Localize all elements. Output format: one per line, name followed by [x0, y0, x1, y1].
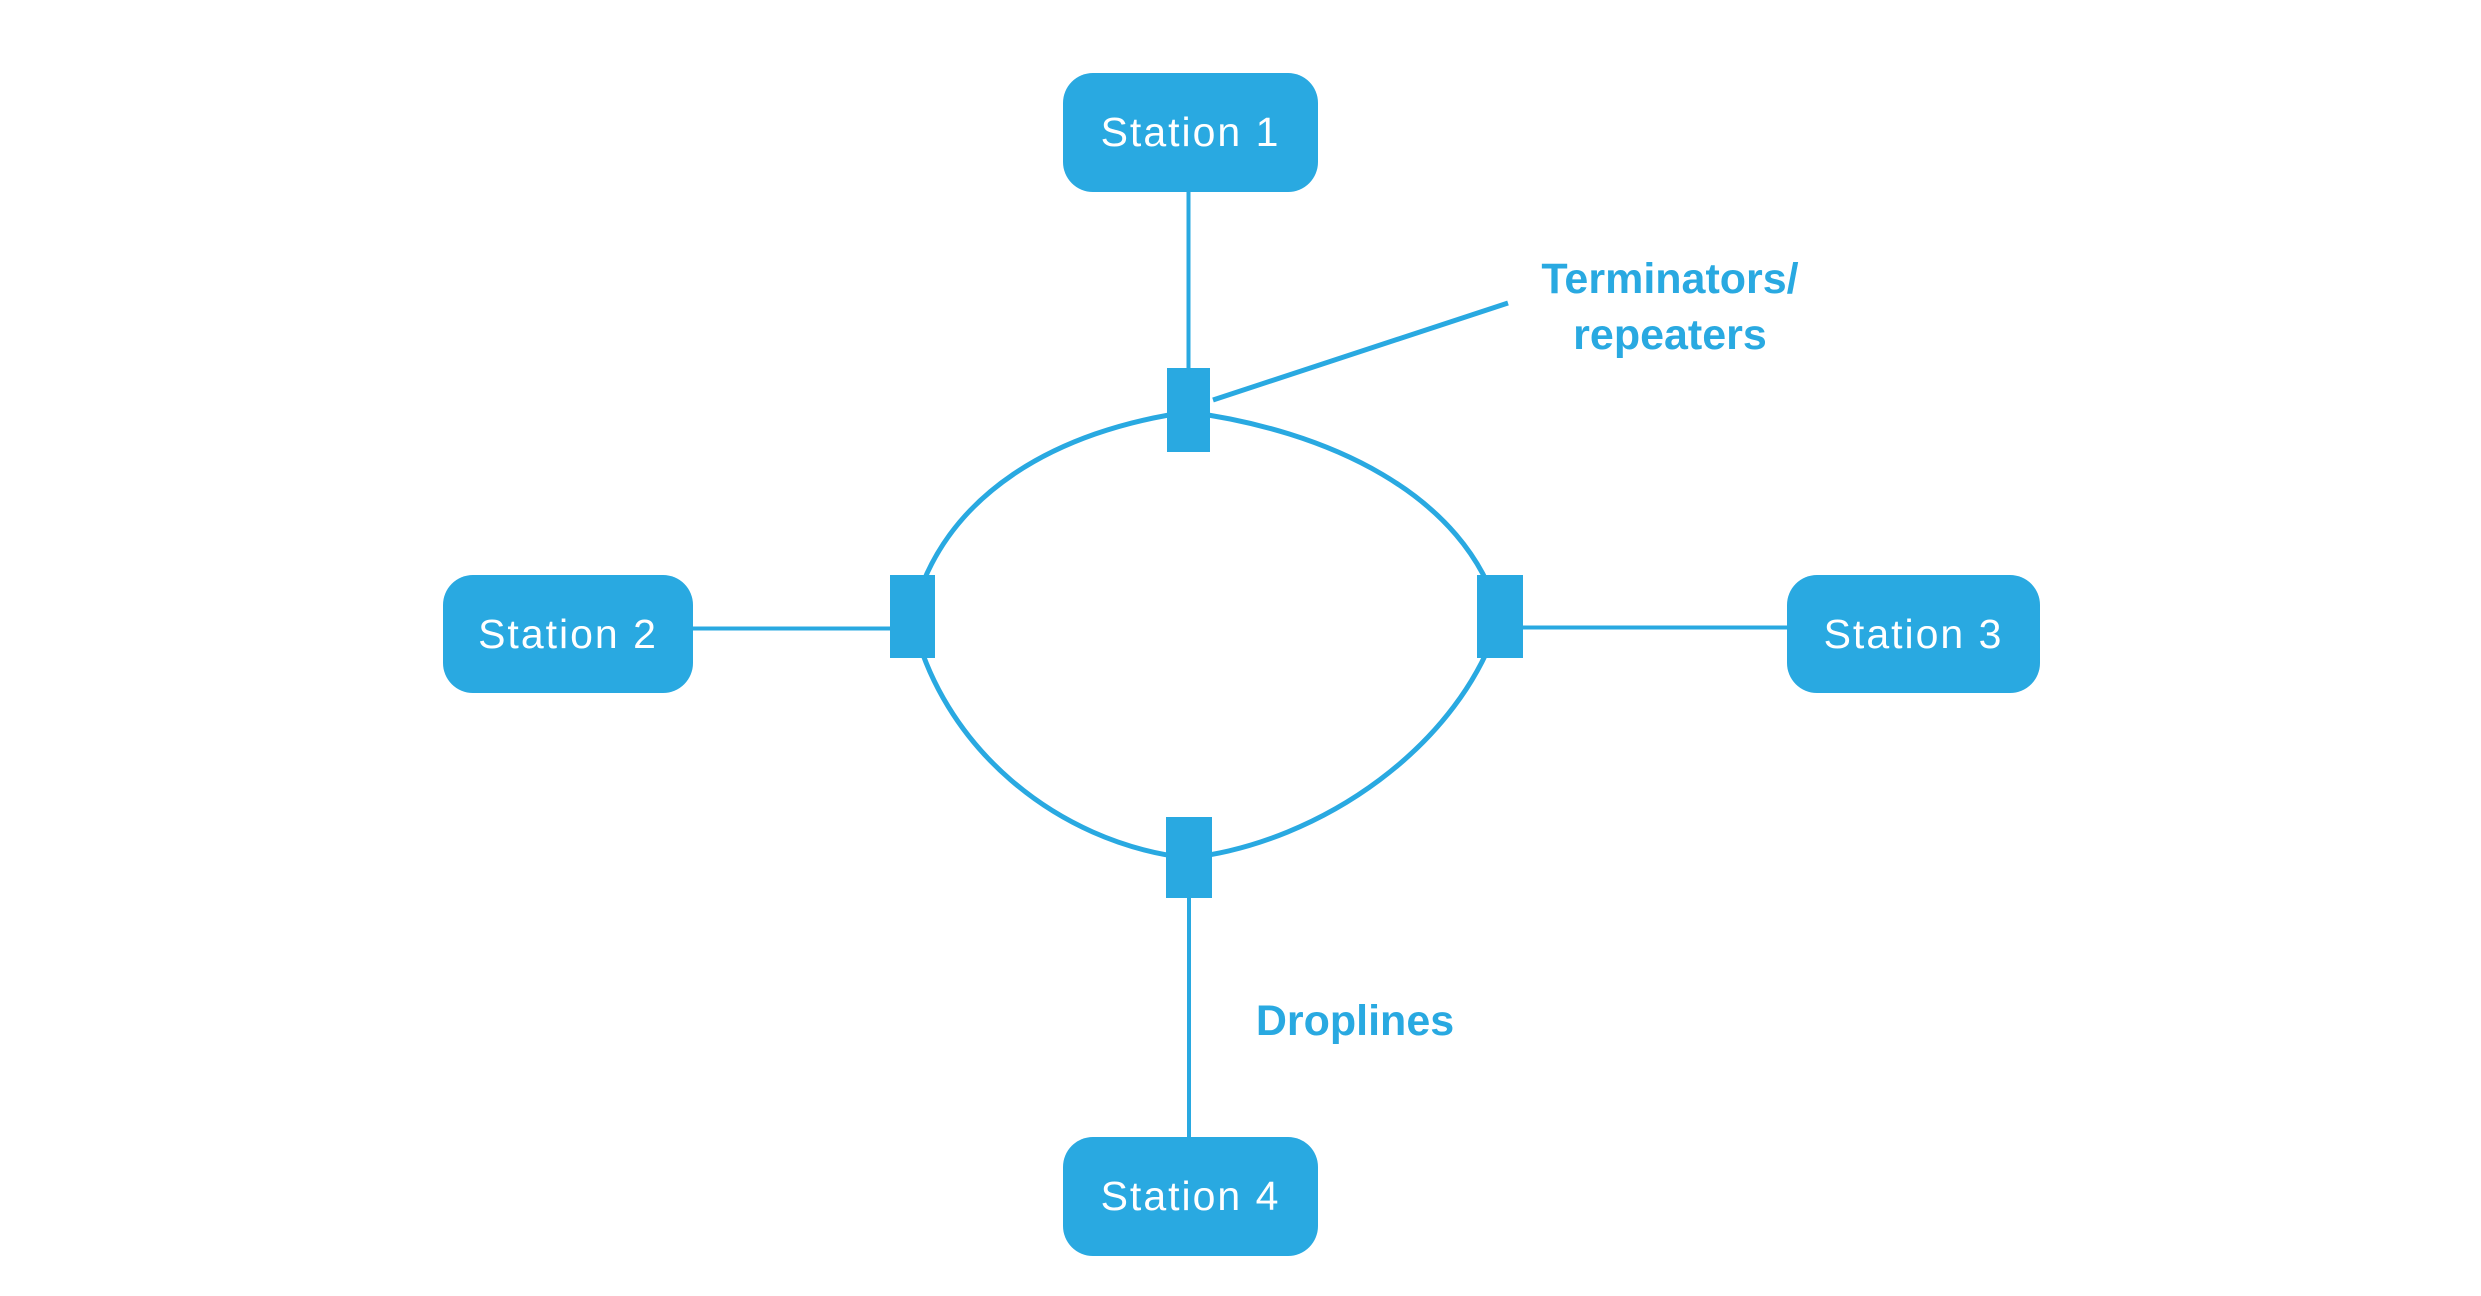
- station-box-2: Station 2: [443, 575, 693, 693]
- station-label: Station 3: [1823, 610, 2004, 657]
- ring-trunk-cable: [909, 409, 1503, 861]
- terminator-top: [1167, 368, 1210, 452]
- droplines-label: Droplines: [1255, 997, 1455, 1045]
- station-label: Station 1: [1100, 109, 1281, 155]
- station-label: Station 4: [1100, 1173, 1281, 1219]
- station-box-3: Station 3: [1787, 575, 2040, 693]
- terminators-label-pointer-line: [1212, 300, 1509, 403]
- terminators-repeaters-label: Terminators/ repeaters: [1541, 255, 1799, 359]
- terminator-bottom: [1166, 817, 1212, 898]
- terminator-right: [1477, 575, 1523, 658]
- station-box-1: Station 1: [1063, 73, 1318, 192]
- station-label: Station 2: [478, 610, 658, 657]
- terminator-left: [890, 575, 935, 658]
- station-box-4: Station 4: [1063, 1137, 1318, 1256]
